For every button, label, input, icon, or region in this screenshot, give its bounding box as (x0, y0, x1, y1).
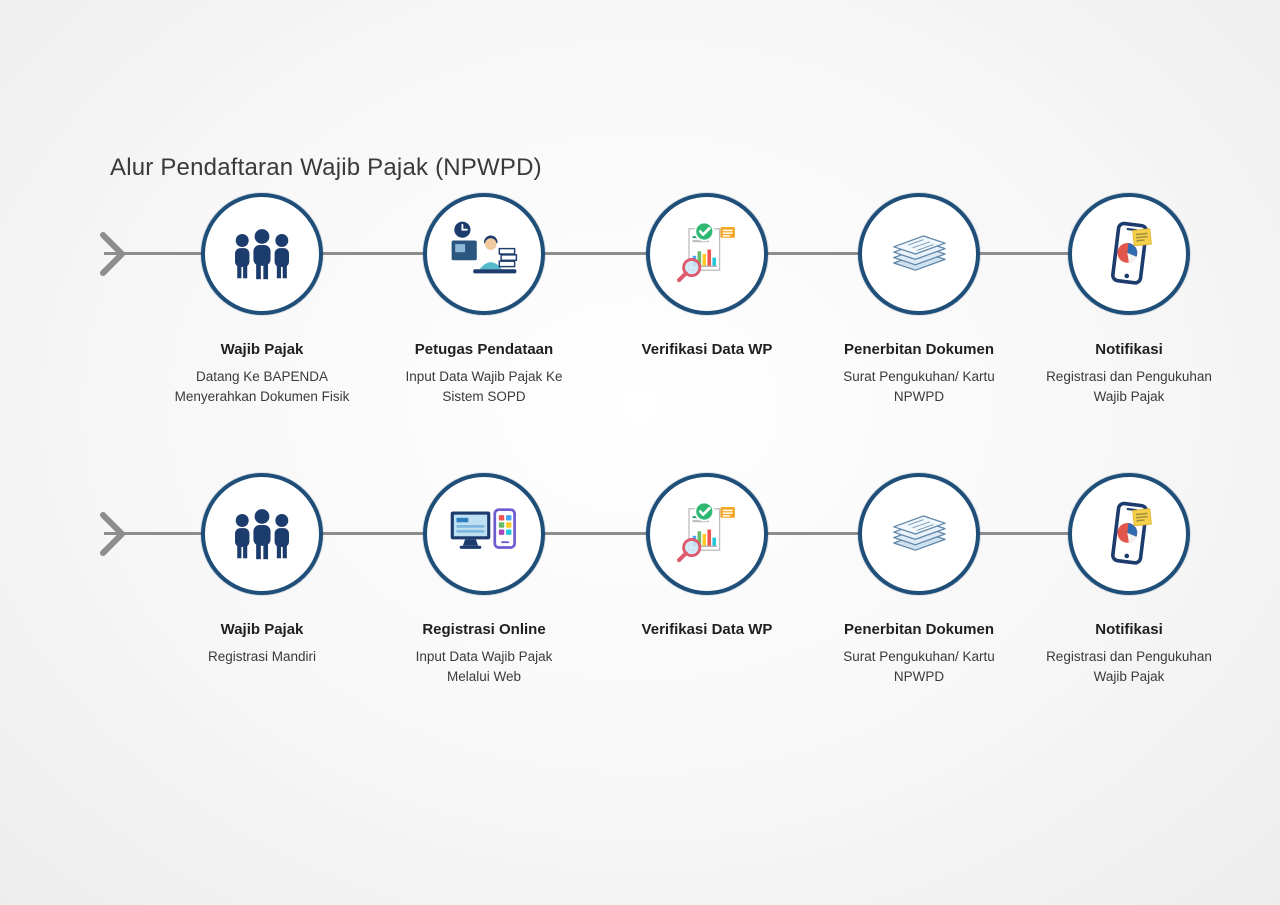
flow-step: Wajib Pajak Datang Ke BAPENDA Menyerahka… (147, 193, 377, 406)
step-circle (1068, 473, 1190, 595)
step-title: Penerbitan Dokumen (843, 341, 995, 358)
data-verification-icon (671, 218, 743, 290)
flow-step: Notifikasi Registrasi dan Pengukuhan Waj… (1014, 473, 1244, 686)
flow-start-arrow-icon (100, 512, 125, 556)
step-subtitle: Input Data Wajib Pajak Ke Sistem SOPD (405, 369, 563, 404)
flow-step: Notifikasi Registrasi dan Pengukuhan Waj… (1014, 193, 1244, 406)
documents-stack-icon (883, 498, 955, 570)
step-subtitle: Surat Pengukuhan/ Kartu NPWPD (843, 369, 995, 404)
step-subtitle: Surat Pengukuhan/ Kartu NPWPD (843, 649, 995, 684)
data-entry-officer-icon (448, 218, 520, 290)
step-circle (858, 193, 980, 315)
step-circle (201, 193, 323, 315)
flow-step: Verifikasi Data WP (592, 193, 822, 367)
step-circle (423, 193, 545, 315)
step-circle (646, 193, 768, 315)
step-title: Penerbitan Dokumen (843, 621, 995, 638)
flow-step: Verifikasi Data WP (592, 473, 822, 647)
flow-step: Penerbitan Dokumen Surat Pengukuhan/ Kar… (804, 473, 1034, 686)
online-registration-icon (448, 498, 520, 570)
step-circle (858, 473, 980, 595)
flow-step: Petugas Pendataan Input Data Wajib Pajak… (369, 193, 599, 406)
step-title: Registrasi Online (422, 621, 546, 638)
flow-start-arrow-icon (100, 232, 125, 276)
documents-stack-icon (883, 218, 955, 290)
step-subtitle: Input Data Wajib Pajak Melalui Web (415, 649, 553, 684)
page-title: Alur Pendaftaran Wajib Pajak (NPWPD) (110, 154, 542, 182)
flow-connector-line (104, 252, 1129, 255)
step-subtitle: Registrasi Mandiri (207, 649, 317, 664)
step-title: Wajib Pajak (220, 621, 304, 638)
step-title: Notifikasi (1095, 621, 1163, 638)
flow-row-online: Wajib Pajak Registrasi Mandiri Registras… (0, 473, 1280, 773)
step-title: Petugas Pendataan (414, 341, 554, 358)
flow-step: Penerbitan Dokumen Surat Pengukuhan/ Kar… (804, 193, 1034, 406)
step-subtitle: Registrasi dan Pengukuhan Wajib Pajak (1046, 369, 1212, 404)
phone-notification-icon (1093, 498, 1165, 570)
step-circle (646, 473, 768, 595)
step-subtitle: Datang Ke BAPENDA Menyerahkan Dokumen Fi… (174, 369, 350, 404)
step-subtitle: Registrasi dan Pengukuhan Wajib Pajak (1046, 649, 1212, 684)
people-group-icon (226, 218, 298, 290)
step-title: Wajib Pajak (220, 341, 304, 358)
step-title: Verifikasi Data WP (641, 621, 773, 638)
flow-connector-line (104, 532, 1129, 535)
step-circle (1068, 193, 1190, 315)
data-verification-icon (671, 498, 743, 570)
step-circle (423, 473, 545, 595)
step-circle (201, 473, 323, 595)
flow-row-offline: Wajib Pajak Datang Ke BAPENDA Menyerahka… (0, 193, 1280, 493)
flow-step: Wajib Pajak Registrasi Mandiri (147, 473, 377, 667)
flow-step: Registrasi Online Input Data Wajib Pajak… (369, 473, 599, 686)
step-title: Notifikasi (1095, 341, 1163, 358)
people-group-icon (226, 498, 298, 570)
phone-notification-icon (1093, 218, 1165, 290)
step-title: Verifikasi Data WP (641, 341, 773, 358)
